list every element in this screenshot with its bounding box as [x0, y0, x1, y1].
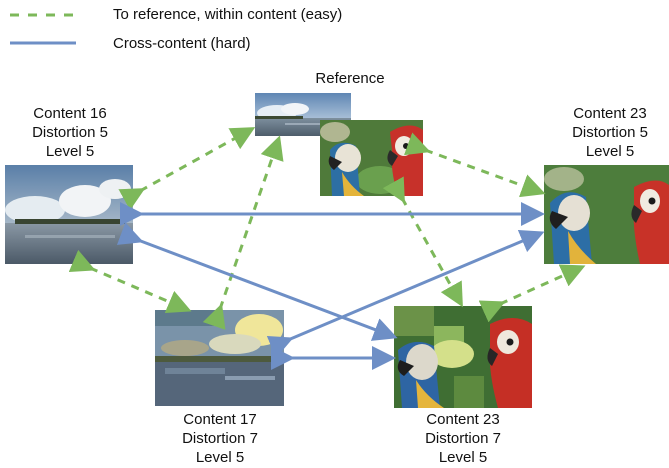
node-c23a-label: Content 23 Distortion 5 Level 5 — [550, 104, 669, 161]
legend-easy-label: To reference, within content (easy) — [113, 6, 343, 23]
easy-arrow-c16-c17 — [68, 249, 192, 313]
node-c17-content: Content 17 — [183, 411, 257, 428]
easy-arrow-c17-reference — [202, 135, 284, 330]
node-c16-level: Level 5 — [45, 143, 95, 160]
legend-hard-swatch — [10, 41, 76, 45]
reference-title: Reference — [315, 70, 385, 87]
node-c23b-distortion: Distortion 7 — [425, 430, 501, 447]
node-c23a-level: Level 5 — [585, 143, 635, 160]
easy-arrow-c16-reference — [118, 127, 256, 211]
hard-arrow-c16-c23b — [116, 222, 398, 341]
node-c23a-distortion: Distortion 5 — [572, 124, 648, 141]
easy-arrows — [68, 127, 586, 330]
content-23-d5-image — [544, 165, 669, 264]
legend-hard-label: Cross-content (hard) — [113, 35, 251, 52]
node-c17-distortion: Distortion 7 — [182, 430, 258, 447]
legend-easy-swatch — [10, 13, 76, 17]
node-c23b-level: Level 5 — [438, 449, 488, 466]
easy-arrow-c23a-reference — [403, 132, 546, 198]
node-c16-content: Content 16 — [33, 105, 107, 122]
node-c23a-content: Content 23 — [573, 105, 647, 122]
node-c16-label: Content 16 Distortion 5 Level 5 — [10, 104, 130, 161]
node-c23b-label: Content 23 Distortion 7 Level 5 — [403, 410, 523, 467]
easy-arrow-c23b-c23a — [478, 264, 586, 323]
node-c17-label: Content 17 Distortion 7 Level 5 — [160, 410, 280, 467]
hard-arrows — [116, 202, 545, 370]
hard-arrow-c17-c23a — [266, 229, 545, 359]
node-c16-distortion: Distortion 5 — [32, 124, 108, 141]
node-c23b-content: Content 23 — [426, 411, 500, 428]
node-c17-level: Level 5 — [195, 449, 245, 466]
